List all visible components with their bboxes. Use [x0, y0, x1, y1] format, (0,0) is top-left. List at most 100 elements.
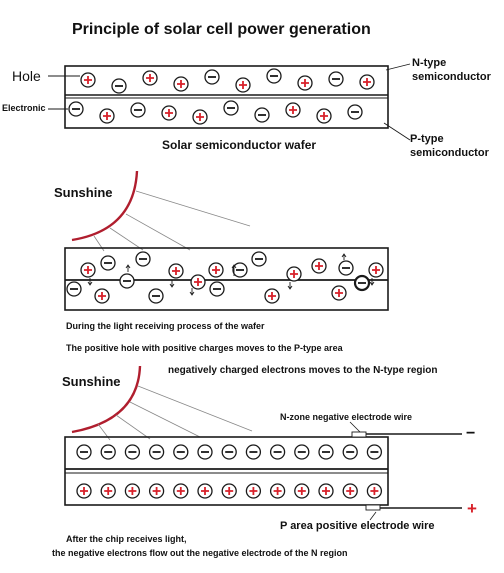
carrier-electron	[269, 444, 286, 460]
carrier-hole	[168, 263, 184, 279]
light-received-caption: After the chip receives light,	[66, 534, 187, 544]
carrier-electron	[111, 78, 127, 94]
wafer-2-outline	[64, 247, 389, 311]
wafer-2-carriers	[66, 251, 384, 304]
carrier-electron	[148, 288, 164, 304]
carrier-electron	[173, 444, 189, 460]
carrier-hole	[235, 77, 251, 93]
sunshine-label-2: Sunshine	[62, 374, 121, 389]
carrier-electron	[68, 101, 84, 117]
carrier-hole	[221, 483, 237, 499]
hole-movement-caption: The positive hole with positive charges …	[66, 343, 343, 353]
carrier-hole	[80, 72, 96, 88]
carrier-electron	[353, 274, 371, 292]
carrier-electron	[100, 444, 116, 460]
carrier-electron	[223, 100, 239, 116]
carrier-hole	[294, 483, 310, 499]
carrier-hole	[99, 108, 115, 124]
sun-arc-2	[71, 365, 142, 434]
carrier-electron	[130, 102, 146, 118]
carrier-hole	[366, 483, 383, 499]
p-type-pointer	[383, 122, 411, 141]
carrier-hole	[316, 108, 332, 124]
carrier-hole	[76, 483, 92, 499]
n-region-electrons	[76, 444, 383, 460]
carrier-hole	[173, 76, 189, 92]
sun-rays-2	[97, 385, 253, 441]
wafer-3-outline	[64, 436, 389, 506]
p-region-holes	[76, 483, 383, 499]
carrier-hole	[148, 483, 165, 499]
carrier-hole	[208, 262, 224, 278]
plus-terminal-sign: +	[467, 499, 477, 518]
minus-terminal-sign: −	[466, 425, 476, 442]
p-type-label: P-type semiconductor	[410, 133, 489, 159]
carrier-electron	[209, 281, 225, 297]
carrier-hole	[359, 74, 375, 90]
carrier-electron	[266, 68, 282, 84]
carrier-hole	[269, 483, 286, 499]
carrier-electron	[100, 255, 116, 271]
carrier-electron	[135, 251, 151, 267]
carrier-electron	[251, 251, 267, 267]
p-electrode	[365, 504, 381, 511]
carrier-electron	[338, 260, 354, 276]
carrier-hole	[342, 483, 358, 499]
movement-arrows	[87, 253, 375, 296]
carrier-electron	[221, 444, 237, 460]
p-wire-label-pointer	[369, 511, 377, 521]
carrier-hole	[264, 288, 280, 304]
n-wire-label: N-zone negative electrode wire	[280, 412, 413, 422]
carrier-electron	[66, 281, 82, 297]
carrier-electron	[204, 69, 220, 85]
n-layer-carriers	[80, 68, 375, 94]
n-type-pointer	[385, 63, 411, 71]
wafer-1-outline	[64, 65, 389, 129]
carrier-hole	[192, 109, 208, 125]
n-electrode	[351, 431, 367, 438]
carrier-electron	[318, 444, 334, 460]
carrier-electron	[148, 444, 165, 460]
carrier-electron	[245, 444, 262, 460]
p-layer-carriers	[68, 100, 363, 125]
carrier-electron	[119, 273, 135, 289]
electron-flow-caption: the negative electrons flow out the nega…	[52, 548, 348, 558]
carrier-hole	[331, 285, 347, 301]
carrier-electron	[76, 444, 92, 460]
carrier-electron	[366, 444, 383, 460]
carrier-electron	[254, 107, 270, 123]
n-wire-label-pointer	[349, 421, 361, 433]
carrier-hole	[80, 262, 96, 278]
carrier-electron	[328, 71, 344, 87]
carrier-hole	[286, 266, 302, 282]
carrier-hole	[368, 262, 384, 278]
carrier-electron	[294, 444, 310, 460]
carrier-hole	[124, 483, 141, 499]
light-receiving-caption: During the light receiving process of th…	[66, 321, 265, 331]
carrier-hole	[190, 274, 206, 290]
carrier-hole	[142, 70, 158, 86]
carrier-hole	[318, 483, 334, 499]
hole-label: Hole	[12, 68, 41, 84]
electron-movement-caption: negatively charged electrons moves to th…	[168, 365, 438, 376]
carrier-hole	[100, 483, 116, 499]
carrier-electron	[342, 444, 358, 460]
carrier-hole	[173, 483, 189, 499]
carrier-electron	[232, 262, 248, 278]
carrier-hole	[197, 483, 213, 499]
sun-arc-1	[71, 170, 139, 242]
carrier-hole	[94, 288, 110, 304]
diagram-title: Principle of solar cell power generation	[72, 21, 371, 38]
carrier-hole	[311, 258, 327, 274]
n-type-label: N-type semiconductor	[412, 57, 491, 83]
carrier-electron	[124, 444, 141, 460]
carrier-electron	[197, 444, 213, 460]
carrier-hole	[245, 483, 262, 499]
sunshine-label: Sunshine	[54, 185, 113, 200]
carrier-electron	[347, 104, 363, 120]
p-wire-label: P area positive electrode wire	[280, 520, 435, 532]
wafer-caption: Solar semiconductor wafer	[162, 138, 317, 152]
carrier-hole	[161, 105, 177, 121]
electronic-label: Electronic	[2, 103, 46, 113]
